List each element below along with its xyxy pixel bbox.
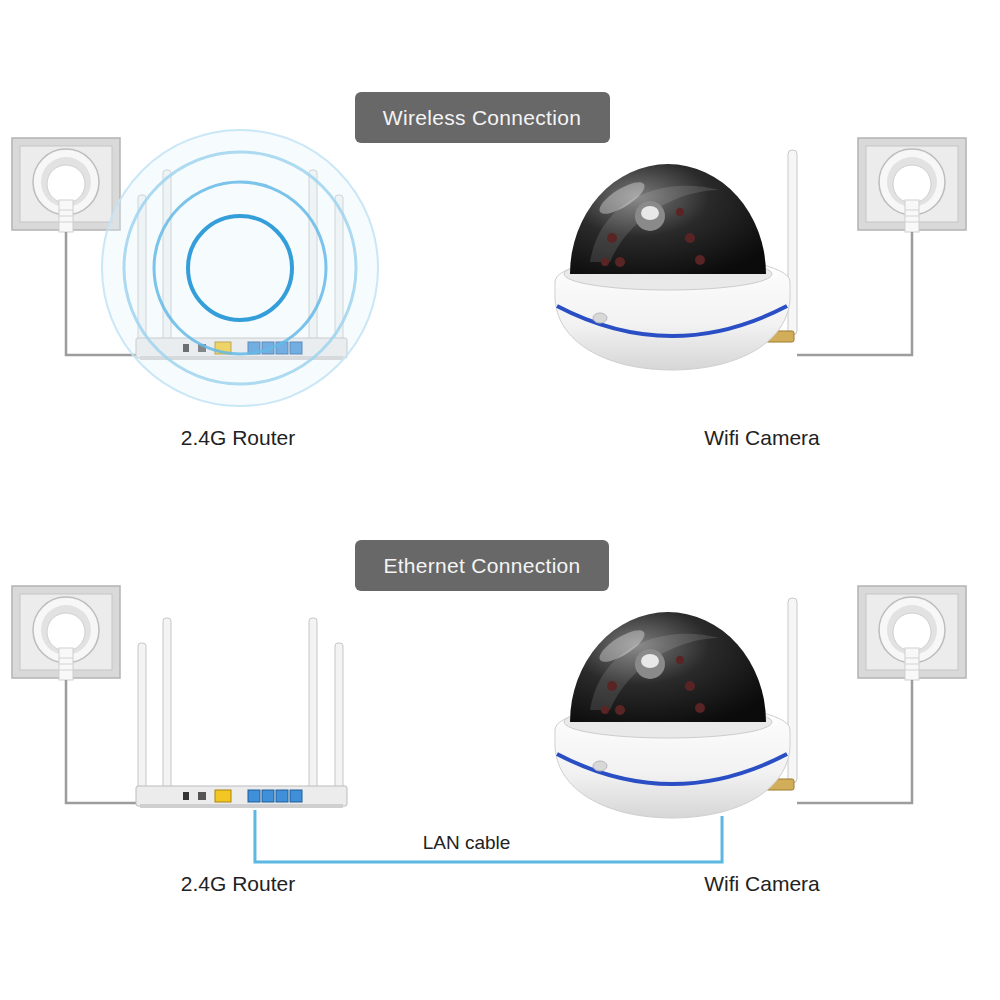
device-figure: 2.4G Router (130, 162, 350, 362)
section-heading: Ethernet Connection (383, 554, 580, 578)
wall-socket (12, 586, 120, 680)
device-label: Wifi Camera (704, 426, 820, 450)
section-heading-box: Ethernet Connection (355, 540, 609, 591)
device-label: Wifi Camera (704, 872, 820, 896)
device-figure: Wifi Camera (555, 150, 795, 368)
section-heading-box: Wireless Connection (355, 92, 610, 143)
section-heading: Wireless Connection (383, 106, 581, 130)
wall-socket (858, 586, 966, 680)
power-cord (66, 680, 138, 803)
device-figure: Wifi Camera (555, 598, 795, 816)
device-label: 2.4G Router (181, 426, 295, 450)
power-cord (797, 680, 912, 803)
wall-socket (12, 138, 120, 232)
device-figure: 2.4G Router (130, 610, 350, 810)
dome-camera-figure (555, 598, 797, 818)
lan-cable (255, 810, 722, 862)
dome-camera-figure (555, 150, 797, 370)
power-cord (797, 232, 912, 355)
wifi-waves (102, 130, 378, 406)
cable-label: LAN cable (419, 832, 515, 854)
device-label: 2.4G Router (181, 872, 295, 896)
router-figure (136, 618, 347, 808)
wall-socket (858, 138, 966, 232)
